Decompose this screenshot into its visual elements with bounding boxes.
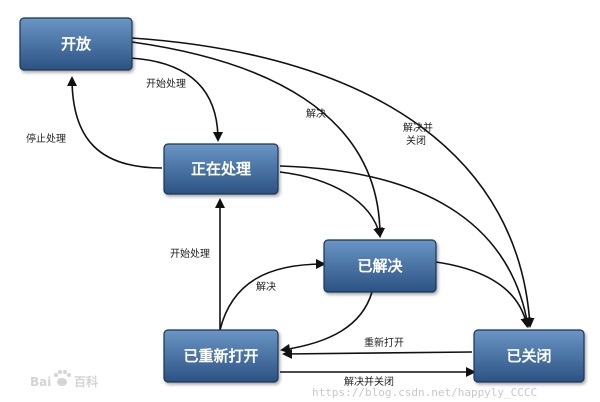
label-resolve-and-close: 解决并关闭	[344, 375, 394, 388]
state-open-label: 开放	[61, 35, 92, 53]
state-reopened-label: 已重新打开	[183, 347, 258, 365]
watermark: https://blog.csdn.net/happyly_CCCC Bai 百…	[30, 370, 537, 399]
state-reopened: 已重新打开	[163, 329, 279, 383]
watermark-url: https://blog.csdn.net/happyly_CCCC	[312, 386, 537, 399]
edge-open-to-in-progress	[129, 57, 223, 142]
edges	[67, 37, 535, 377]
label-resolve-close-line2: 关闭	[406, 134, 426, 147]
edge-open-to-resolved	[131, 41, 385, 238]
edge-open-to-closed	[131, 37, 535, 328]
watermark-brand-latin: Bai	[30, 375, 51, 389]
edge-in-progress-to-open	[67, 76, 163, 169]
state-closed: 已关闭	[473, 329, 585, 383]
label-resolve-from-open: 解决	[306, 107, 326, 120]
label-resolve-from-reopened: 解决	[256, 280, 276, 293]
state-resolved-label: 已解决	[357, 257, 403, 275]
state-in-progress-label: 正在处理	[191, 160, 251, 178]
label-stop-progress: 停止处理	[26, 132, 66, 145]
label-start-progress-2: 开始处理	[170, 247, 210, 260]
edge-labels: 开始处理 停止处理 解决 解决并 关闭 开始处理 解决 重新打开 解决并关闭	[26, 77, 433, 388]
watermark-brand-cn: 百科	[74, 374, 98, 389]
state-in-progress: 正在处理	[163, 143, 279, 195]
edge-closed-to-reopened	[282, 348, 473, 359]
state-open: 开放	[19, 17, 133, 71]
label-reopen: 重新打开	[364, 336, 404, 349]
label-resolve-close-line1: 解决并	[403, 121, 433, 134]
edge-resolved-to-reopened	[280, 291, 373, 354]
state-closed-label: 已关闭	[506, 347, 551, 365]
edge-in-progress-to-closed	[279, 165, 532, 328]
edge-in-progress-to-resolved	[279, 171, 384, 238]
label-start-progress-1: 开始处理	[146, 77, 186, 90]
paw-icon	[54, 370, 71, 386]
edge-reopened-to-resolved	[219, 259, 326, 331]
state-resolved: 已解决	[323, 239, 437, 293]
edge-resolved-to-closed	[435, 261, 531, 328]
